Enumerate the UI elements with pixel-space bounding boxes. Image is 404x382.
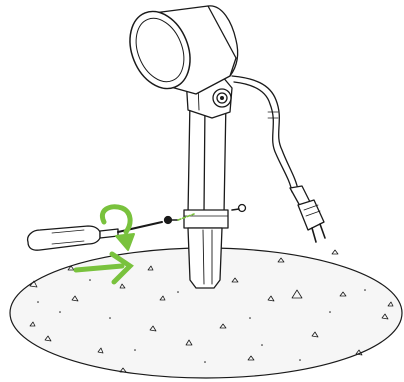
- euro-plug: [290, 186, 325, 242]
- pivot-knob: [213, 89, 231, 107]
- left-screw: [165, 217, 179, 224]
- right-screw: [232, 205, 246, 212]
- stake-pole: [184, 100, 228, 288]
- power-cable: [232, 76, 298, 192]
- screwdriver: [28, 222, 162, 250]
